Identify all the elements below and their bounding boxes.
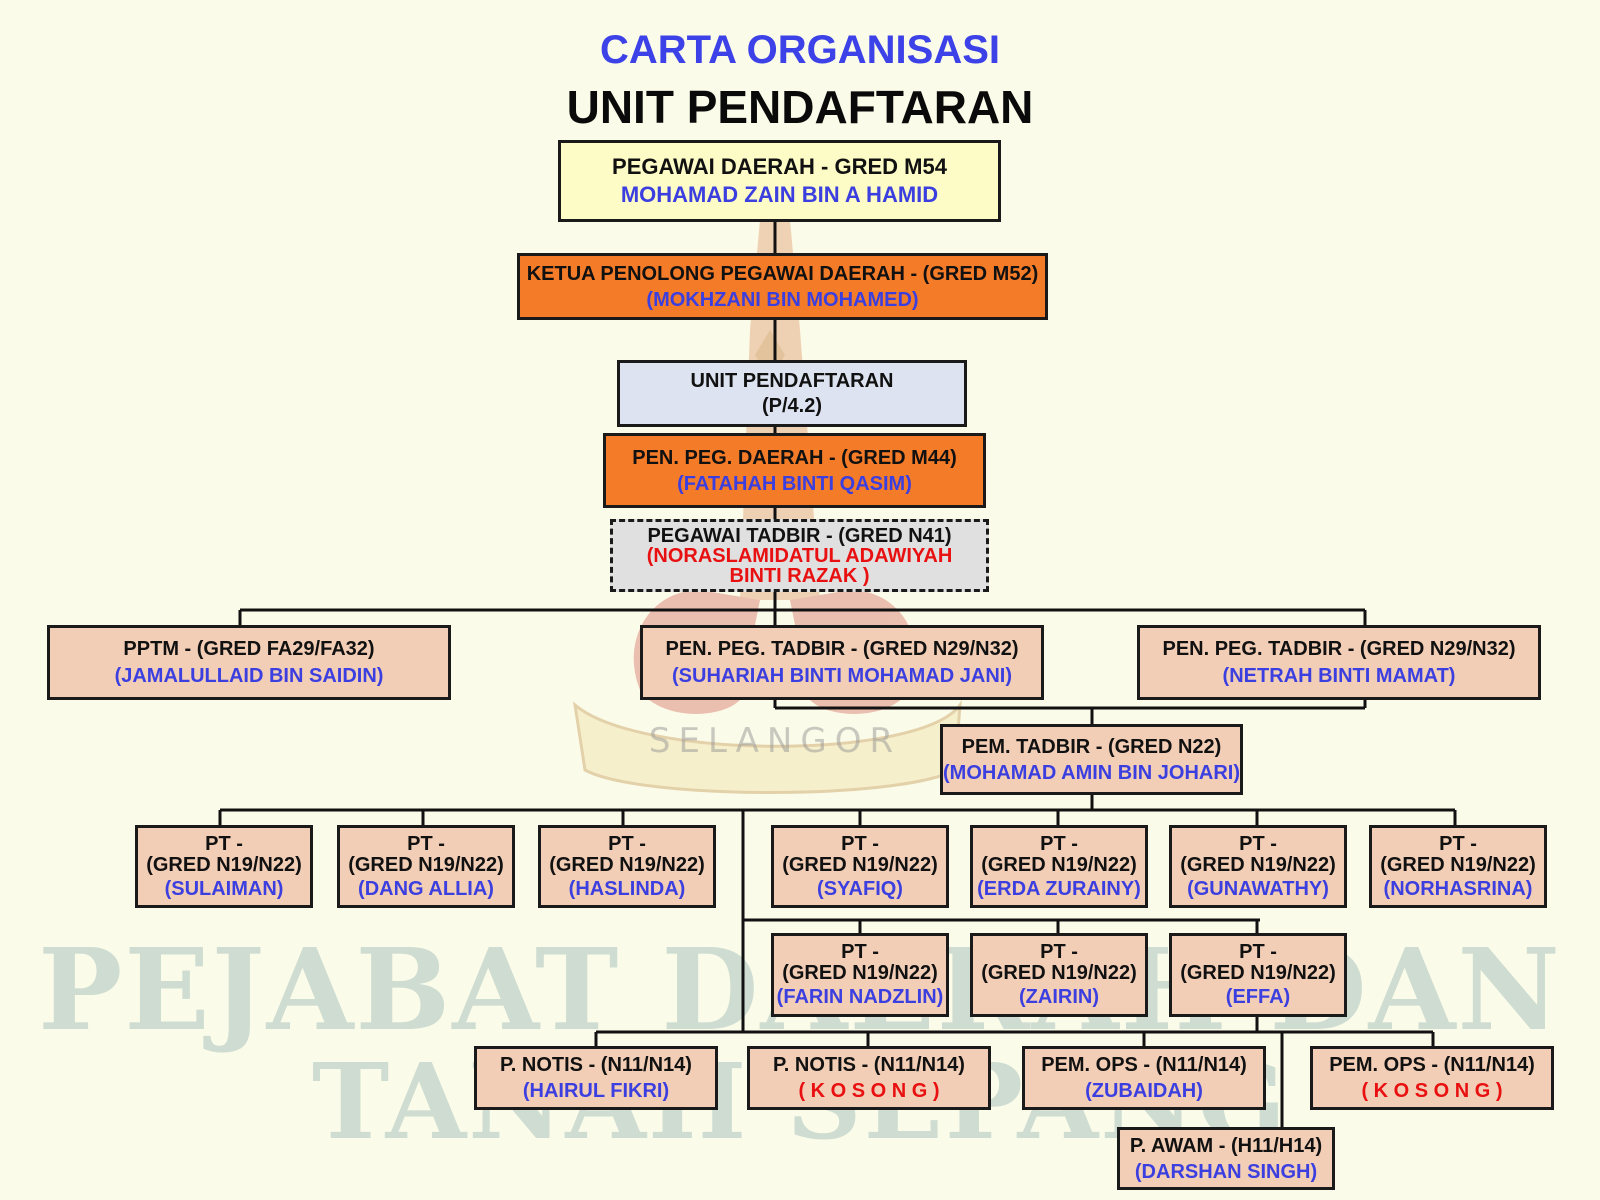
node-name: (FARIN NADZLIN) (776, 986, 944, 1008)
node-grade: (GRED N19/N22) (782, 853, 938, 876)
node-pen-peg-tadbir-2: PEN. PEG. TADBIR - (GRED N29/N32) (NETRA… (1137, 625, 1541, 700)
node-support-staff: P. AWAM - (H11/H14) (DARSHAN SINGH) (1117, 1127, 1335, 1190)
node-pen-peg-tadbir-1: PEN. PEG. TADBIR - (GRED N29/N32) (SUHAR… (640, 625, 1044, 700)
node-name: (HASLINDA) (568, 877, 686, 900)
node-role: P. NOTIS - (N11/N14) (773, 1054, 965, 1076)
node-role: PT - (1439, 832, 1477, 855)
node-role: PT - (1040, 941, 1078, 963)
node-name: (FATAHAH BINTI QASIM) (677, 472, 912, 495)
node-role: PT - (407, 832, 445, 855)
node-name: (SUHARIAH BINTI MOHAMAD JANI) (672, 665, 1012, 687)
node-name: (ZUBAIDAH) (1085, 1080, 1203, 1102)
node-ketua-penolong-pegawai-daerah: KETUA PENOLONG PEGAWAI DAERAH - (GRED M5… (517, 253, 1048, 320)
node-pptm: PPTM - (GRED FA29/FA32) (JAMALULLAID BIN… (47, 625, 451, 700)
chart-subtitle: UNIT PENDAFTARAN (566, 81, 1034, 133)
node-grade: (GRED N19/N22) (146, 853, 302, 876)
node-pt-staff: PT - (GRED N19/N22) (DANG ALLIA) (337, 825, 515, 908)
node-name: (MOHAMAD AMIN BIN JOHARI) (943, 761, 1241, 784)
node-name-line-1: (NORASLAMIDATUL ADAWIYAH (646, 544, 953, 567)
node-name: (ERDA ZURAINY) (977, 877, 1141, 900)
node-name: ( K O S O N G ) (1361, 1080, 1503, 1102)
node-grade: (GRED N19/N22) (1180, 962, 1336, 984)
node-pegawai-daerah: PEGAWAI DAERAH - GRED M54 MOHAMAD ZAIN B… (558, 140, 1001, 222)
node-pt-staff: PT - (GRED N19/N22) (GUNAWATHY) (1169, 825, 1347, 908)
unit-code: (P/4.2) (761, 395, 823, 417)
node-grade: (GRED N19/N22) (549, 853, 705, 876)
node-pegawai-tadbir: PEGAWAI TADBIR - (GRED N41) (NORASLAMIDA… (610, 519, 989, 592)
node-support-staff: P. NOTIS - (N11/N14) (HAIRUL FIKRI) (474, 1046, 718, 1110)
unit-name: UNIT PENDAFTARAN (690, 370, 894, 392)
node-name: (DARSHAN SINGH) (1134, 1160, 1318, 1183)
node-role: PT - (608, 832, 646, 855)
node-pt-staff: PT - (GRED N19/N22) (ZAIRIN) (970, 933, 1148, 1017)
node-pen-peg-daerah: PEN. PEG. DAERAH - (GRED M44) (FATAHAH B… (603, 433, 986, 508)
node-name: (HAIRUL FIKRI) (522, 1080, 670, 1102)
node-pt-staff: PT - (GRED N19/N22) (EFFA) (1169, 933, 1347, 1017)
node-name-line-2: BINTI RAZAK ) (729, 564, 870, 587)
node-grade: (GRED N19/N22) (981, 853, 1137, 876)
node-role: P. NOTIS - (N11/N14) (500, 1054, 692, 1076)
node-role: PT - (841, 832, 879, 855)
node-pt-staff: PT - (GRED N19/N22) (SYAFIQ) (771, 825, 949, 908)
node-pt-staff: PT - (GRED N19/N22) (ERDA ZURAINY) (970, 825, 1148, 908)
node-role: PT - (205, 832, 243, 855)
node-grade: (GRED N19/N22) (1180, 853, 1336, 876)
node-role: PEN. PEG. TADBIR - (GRED N29/N32) (665, 638, 1019, 660)
node-role: PT - (1040, 832, 1078, 855)
node-name: (SYAFIQ) (817, 877, 903, 900)
node-grade: (GRED N19/N22) (782, 962, 938, 984)
node-name: (GUNAWATHY) (1187, 877, 1329, 900)
node-role: PEGAWAI TADBIR - (GRED N41) (647, 524, 952, 547)
node-role: PT - (1239, 832, 1277, 855)
node-name: (SULAIMAN) (164, 877, 284, 900)
node-name: (NORHASRINA) (1383, 877, 1533, 900)
node-role: KETUA PENOLONG PEGAWAI DAERAH - (GRED M5… (526, 262, 1039, 285)
node-pt-staff: PT - (GRED N19/N22) (FARIN NADZLIN) (771, 933, 949, 1017)
node-role: P. AWAM - (H11/H14) (1129, 1134, 1323, 1157)
node-support-staff: PEM. OPS - (N11/N14) (ZUBAIDAH) (1022, 1046, 1266, 1110)
node-grade: (GRED N19/N22) (981, 962, 1137, 984)
node-support-staff-vacant: P. NOTIS - (N11/N14) ( K O S O N G ) (747, 1046, 991, 1110)
node-role: PT - (841, 941, 879, 963)
node-pem-tadbir: PEM. TADBIR - (GRED N22) (MOHAMAD AMIN B… (940, 724, 1243, 795)
node-name: (JAMALULLAID BIN SAIDIN) (114, 665, 384, 687)
node-pt-staff: PT - (GRED N19/N22) (HASLINDA) (538, 825, 716, 908)
node-grade: (GRED N19/N22) (348, 853, 504, 876)
node-role: PEGAWAI DAERAH - GRED M54 (612, 153, 947, 179)
node-role: PEM. TADBIR - (GRED N22) (961, 735, 1222, 758)
node-name: (NETRAH BINTI MAMAT) (1222, 665, 1456, 687)
emblem-text: SELANGOR (649, 721, 901, 761)
chart-title: CARTA ORGANISASI (600, 28, 1000, 72)
node-name: ( K O S O N G ) (798, 1080, 940, 1102)
node-role: PT - (1239, 941, 1277, 963)
node-role: PEN. PEG. DAERAH - (GRED M44) (632, 446, 957, 469)
node-support-staff-vacant: PEM. OPS - (N11/N14) ( K O S O N G ) (1310, 1046, 1554, 1110)
node-pt-staff: PT - (GRED N19/N22) (NORHASRINA) (1369, 825, 1547, 908)
node-role: PPTM - (GRED FA29/FA32) (123, 638, 375, 660)
node-name: (ZAIRIN) (1019, 986, 1099, 1008)
node-grade: (GRED N19/N22) (1380, 853, 1536, 876)
node-pt-staff: PT - (GRED N19/N22) (SULAIMAN) (135, 825, 313, 908)
node-name: MOHAMAD ZAIN BIN A HAMID (620, 182, 939, 207)
node-name: (MOKHZANI BIN MOHAMED) (646, 288, 919, 311)
node-role: PEM. OPS - (N11/N14) (1329, 1054, 1535, 1076)
node-name: (DANG ALLIA) (358, 877, 494, 900)
node-unit-pendaftaran: UNIT PENDAFTARAN (P/4.2) (617, 360, 967, 427)
node-role: PEN. PEG. TADBIR - (GRED N29/N32) (1162, 638, 1516, 660)
node-role: PEM. OPS - (N11/N14) (1041, 1054, 1247, 1076)
node-name: (EFFA) (1225, 986, 1291, 1008)
